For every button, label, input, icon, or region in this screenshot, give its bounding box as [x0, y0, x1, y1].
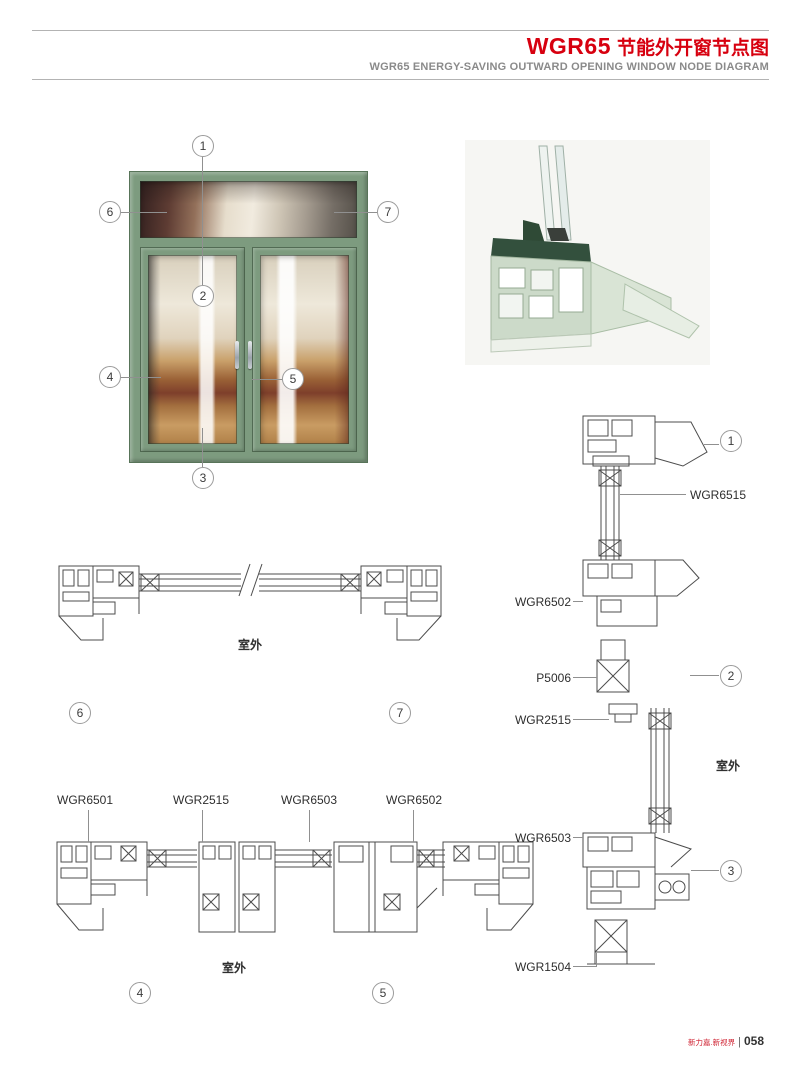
glass-unit-upper: [598, 466, 622, 560]
window-photo: [129, 171, 368, 463]
leader-line: [573, 601, 583, 602]
label-wgr6502-bottom: WGR6502: [386, 793, 443, 807]
leader-line: [690, 675, 719, 676]
window-handle-left: [235, 341, 239, 369]
callout-6: 6: [99, 201, 121, 223]
callout-1-section: 1: [720, 430, 742, 452]
leader-line: [413, 810, 414, 842]
leader-line: [573, 837, 583, 838]
header-rule-bottom: [32, 79, 769, 80]
leader-line: [309, 810, 310, 842]
leader-line: [704, 444, 719, 445]
outdoor-label-bottom: 室外: [221, 961, 246, 975]
window-sash-left: [140, 247, 245, 452]
leader-line: [334, 212, 377, 213]
label-wgr6501: WGR6501: [57, 793, 114, 807]
leader-line: [573, 966, 597, 967]
mullion-profile: [333, 841, 438, 933]
section-bottom-drawing: [56, 841, 534, 933]
page-subtitle: WGR65 ENERGY-SAVING OUTWARD OPENING WIND…: [369, 61, 769, 73]
callout-3-section: 3: [720, 860, 742, 882]
callout-2-section: 2: [720, 665, 742, 687]
label-wgr1504: WGR1504: [514, 960, 571, 974]
thermal-break-p5006: [596, 659, 630, 693]
callout-4: 4: [99, 366, 121, 388]
callout-4-section: 4: [129, 982, 151, 1004]
callout-7: 7: [377, 201, 399, 223]
jamb-left-profile: [58, 565, 140, 641]
leader-line: [202, 157, 203, 285]
glass-unit-lower: [648, 708, 672, 833]
window-transom-glass: [140, 181, 357, 238]
label-wgr2515-bottom: WGR2515: [173, 793, 230, 807]
window-glass-left: [148, 255, 237, 444]
glass-unit: [139, 563, 361, 597]
page-title-zh: 节能外开窗节点图: [616, 38, 769, 59]
label-wgr6502: WGR6502: [514, 595, 571, 609]
callout-5-section: 5: [372, 982, 394, 1004]
leader-line: [202, 810, 203, 842]
callout-7-section: 7: [389, 702, 411, 724]
section-vertical-drawing: [582, 415, 708, 965]
sash-bottom-profile: [582, 832, 692, 868]
jamb-right-profile: [360, 565, 442, 641]
leader-line: [573, 677, 597, 678]
leader-line: [620, 494, 686, 495]
leader-line: [202, 428, 203, 467]
glass-unit-2: [275, 849, 332, 868]
sill-profile: [586, 866, 690, 965]
window-glass-right: [260, 255, 349, 444]
label-p5006: P5006: [536, 671, 571, 685]
leader-line: [121, 212, 167, 213]
label-wgr6515: WGR6515: [690, 488, 747, 502]
label-wgr2515: WGR2515: [514, 713, 571, 727]
label-wgr6503: WGR6503: [514, 831, 571, 845]
callout-5: 5: [282, 368, 304, 390]
footer: 新力嘉.新视界 | 058: [688, 1034, 764, 1048]
leader-line: [121, 377, 161, 378]
transom-profile: [582, 559, 700, 661]
footer-divider: |: [738, 1036, 741, 1048]
leader-line: [252, 379, 282, 380]
callout-3: 3: [192, 467, 214, 489]
glass-unit-3: [417, 849, 445, 868]
leader-line: [596, 953, 597, 967]
gasket-wgr2515: [608, 703, 638, 723]
profile-3d-render: [465, 140, 710, 365]
header-rule-top: [32, 30, 769, 31]
glass-unit-1: [147, 849, 197, 868]
callout-6-section: 6: [69, 702, 91, 724]
outdoor-label-mid: 室外: [237, 638, 262, 652]
profile-3d-render-drawing: [490, 145, 700, 353]
head-frame-profile: [582, 415, 708, 467]
footer-brand: 新力嘉.新视界: [688, 1038, 736, 1047]
outdoor-label-right: 室外: [715, 759, 740, 773]
window-handle-right: [248, 341, 252, 369]
page-title-model: WGR65: [526, 33, 611, 59]
leader-line: [691, 870, 719, 871]
callout-2: 2: [192, 285, 214, 307]
callout-1: 1: [192, 135, 214, 157]
window-sash-right: [252, 247, 357, 452]
frame-sash-left-profile: [56, 841, 148, 931]
label-wgr6503-bottom: WGR6503: [281, 793, 338, 807]
footer-page-number: 058: [743, 1034, 764, 1048]
section-jambs-drawing: [58, 563, 442, 641]
meeting-stiles-profile: [198, 841, 276, 933]
leader-line: [88, 810, 89, 842]
leader-line: [573, 719, 609, 720]
